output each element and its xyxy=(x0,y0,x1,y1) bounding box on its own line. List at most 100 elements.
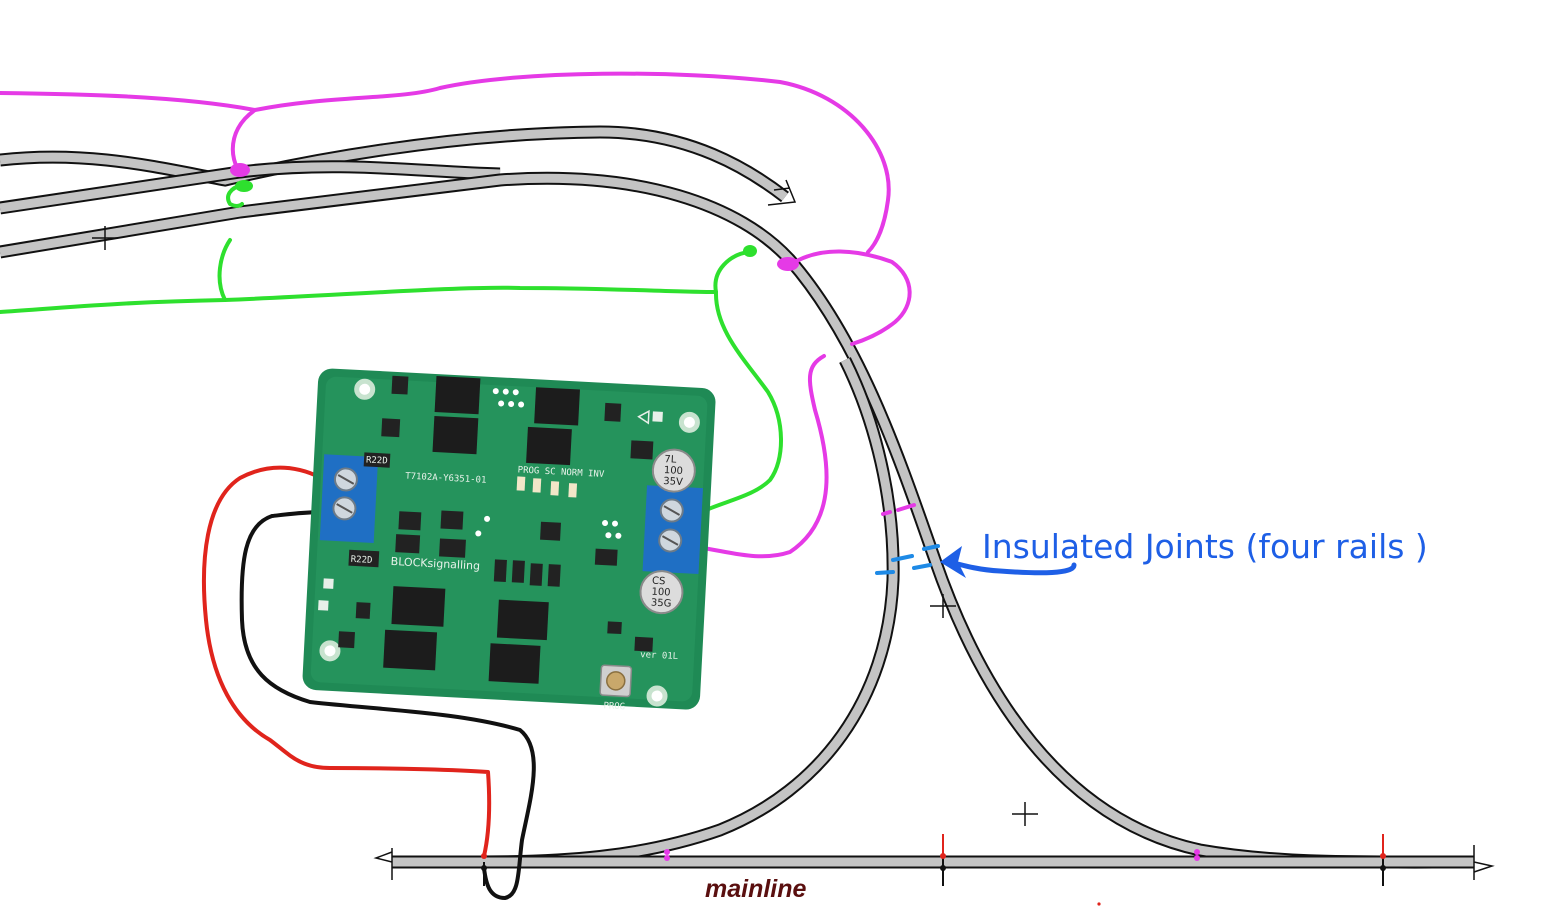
pad-1 xyxy=(652,411,663,422)
via-2 xyxy=(502,388,509,395)
cap-top-line-3: 35V xyxy=(663,476,683,488)
track-end-markers xyxy=(92,179,1495,880)
board-name-silkscreen: BLOCKsignalling xyxy=(390,555,480,573)
feeder-dot-magenta-2 xyxy=(777,257,799,271)
mosfet-2 xyxy=(432,415,479,455)
annotation-arrow xyxy=(940,546,1077,578)
smd-9 xyxy=(493,559,507,582)
wire-magenta-top-loop xyxy=(0,91,257,172)
mounting-hole-tr xyxy=(678,411,700,433)
pcb-code-silkscreen: T7102A-Y6351-01 xyxy=(405,472,487,486)
wire-green-long xyxy=(223,250,750,302)
wire-green-to-board xyxy=(704,290,783,512)
screw-slot-1 xyxy=(337,474,355,485)
terminal-block-right xyxy=(642,485,703,575)
via-9 xyxy=(605,532,612,539)
smd-1 xyxy=(391,375,409,395)
smd-15 xyxy=(338,631,355,649)
arrow-head xyxy=(940,546,966,578)
mosfet-7 xyxy=(496,599,549,641)
prog-label: PROG xyxy=(603,701,625,712)
via-7 xyxy=(602,520,609,527)
via-12 xyxy=(475,530,482,537)
via-5 xyxy=(508,400,515,407)
joint-mark-magenta-2 xyxy=(896,503,916,512)
capacitor-bottom-body xyxy=(639,570,684,615)
resistor-bottom-body xyxy=(348,549,380,568)
mounting-hole-br xyxy=(646,685,668,707)
smd-components xyxy=(338,375,654,652)
prog-button: PROG xyxy=(599,664,633,712)
capacitor-bottom: CS 100 35G xyxy=(639,570,684,615)
screw-slot-3 xyxy=(663,505,681,516)
wire-red xyxy=(201,465,492,858)
wire-green-main xyxy=(0,238,232,314)
led-1 xyxy=(516,476,526,491)
mosfet-5 xyxy=(391,586,446,627)
smd-7 xyxy=(395,534,421,554)
gap-dot-magenta-3 xyxy=(1194,849,1200,855)
capacitor-top-body xyxy=(651,448,696,493)
cap-top-line-2: 100 xyxy=(664,465,684,477)
feeder-wires xyxy=(0,71,912,900)
mosfets xyxy=(383,376,580,684)
cap-bottom-line-1: CS xyxy=(652,576,666,588)
wire-black xyxy=(239,510,536,900)
screw-slot-2 xyxy=(336,503,353,514)
via-1 xyxy=(492,388,499,395)
wire-magenta-big-loop xyxy=(253,71,891,254)
gap-dot-black-3 xyxy=(1380,865,1386,871)
mainline-section-markers xyxy=(481,834,1386,906)
gap-dot-magenta-1 xyxy=(664,849,670,855)
via-11 xyxy=(484,515,491,522)
pad-2 xyxy=(323,578,334,589)
led-2 xyxy=(532,478,542,493)
mosfet-8 xyxy=(488,643,541,684)
terminal-block-left xyxy=(319,454,379,543)
resistors: R22D R22D xyxy=(348,452,391,568)
gap-dot-red-2 xyxy=(940,853,946,859)
joint-mark-blue-2 xyxy=(922,544,940,551)
cap-bottom-line-3: 35G xyxy=(651,598,672,610)
joint-mark-blue-3 xyxy=(875,570,895,575)
smd-12 xyxy=(547,564,561,587)
via-holes xyxy=(475,388,622,539)
mounting-hole-tl xyxy=(354,378,376,400)
pad-arrow xyxy=(637,409,650,425)
smd-18 xyxy=(634,636,654,652)
gap-dot-magenta-4 xyxy=(1194,855,1200,861)
crosshair-marker-bottom xyxy=(1012,802,1038,826)
mounting-holes xyxy=(319,378,700,707)
bumper-mainline-right xyxy=(1473,845,1495,880)
crosshair-marker-left xyxy=(92,226,118,250)
mosfet-3 xyxy=(534,387,580,426)
resistor-top-body xyxy=(363,452,391,468)
gap-dot-red-3 xyxy=(1380,853,1386,859)
track-layout xyxy=(0,125,1474,869)
joint-mark-blue-4 xyxy=(912,563,932,570)
crosshair-marker-mid xyxy=(930,594,956,618)
track-upper-siding xyxy=(0,125,789,203)
gap-dot-magenta-2 xyxy=(664,855,670,861)
smd-4 xyxy=(630,440,654,460)
led-4 xyxy=(568,483,578,498)
smd-5 xyxy=(398,511,422,531)
cap-bottom-line-2: 100 xyxy=(651,587,671,599)
pad-3 xyxy=(318,600,329,611)
joint-mark-magenta-1 xyxy=(881,510,892,516)
screw-slot-4 xyxy=(661,535,679,546)
gap-dot-black-2 xyxy=(940,865,946,871)
cap-top-line-1: 7L xyxy=(664,454,677,466)
bumper-upper-siding xyxy=(767,179,797,206)
smd-3 xyxy=(604,402,622,422)
feeder-dot-green-2 xyxy=(743,245,757,257)
bumper-mainline-left xyxy=(373,848,393,880)
via-4 xyxy=(498,400,505,407)
smd-16 xyxy=(355,602,371,619)
mosfet-4 xyxy=(526,426,572,466)
led-3 xyxy=(550,481,560,496)
via-10 xyxy=(615,532,622,539)
mainline-label: mainline xyxy=(705,875,807,903)
wire-magenta-to-board xyxy=(701,354,829,559)
